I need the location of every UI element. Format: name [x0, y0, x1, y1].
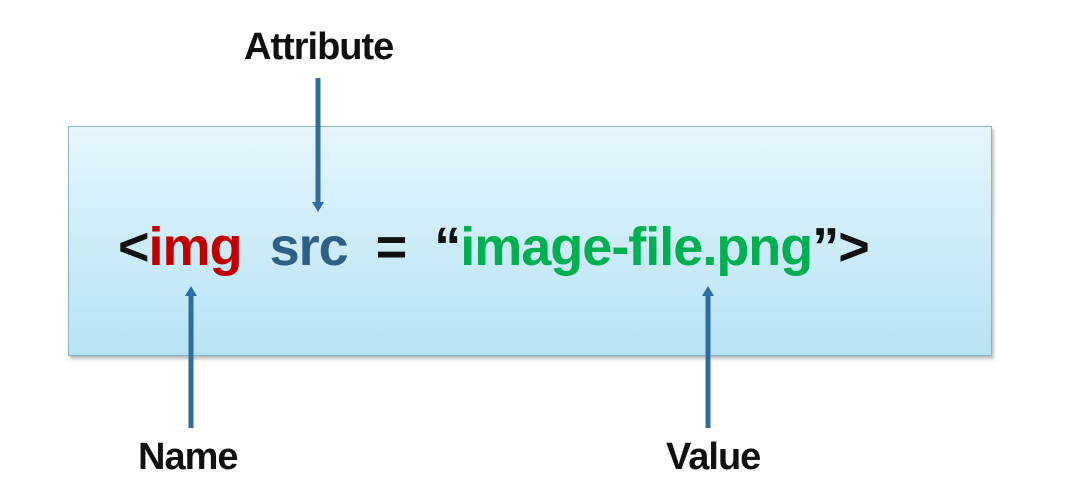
- attribute-name: src: [269, 217, 349, 277]
- open-quote: “: [434, 217, 461, 277]
- tag-name: img: [148, 217, 243, 277]
- value-label: Value: [666, 436, 761, 478]
- html-code-line: <img src = “image-file.png”>: [118, 212, 870, 282]
- name-label: Name: [138, 436, 238, 478]
- equals-sign: =: [375, 217, 408, 277]
- open-bracket: <: [118, 217, 150, 277]
- code-box: [68, 126, 992, 356]
- attribute-label: Attribute: [244, 26, 394, 68]
- attribute-value: image-file.png: [460, 217, 813, 277]
- close-quote-bracket: ”>: [812, 217, 870, 277]
